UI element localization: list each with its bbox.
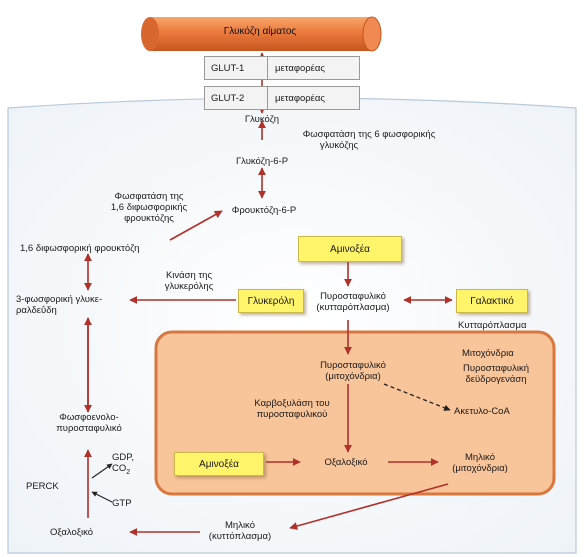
co2-text: CO bbox=[112, 463, 127, 474]
glyk-line1: Κινάση της bbox=[165, 270, 213, 281]
f6p-label: Φρουκτόζη-6-P bbox=[231, 205, 297, 216]
pep-line2: πυροσταφυλικό bbox=[56, 423, 122, 434]
lactate-box: Γαλακτικό bbox=[456, 289, 528, 313]
fbpase-line2: 1,6 διφωσφορικής bbox=[110, 202, 188, 213]
aminoacids-mito-box: Αμινοξέα bbox=[174, 452, 264, 476]
glut2-label: μεταφορέας bbox=[275, 92, 325, 104]
g6p-label: Γλυκόζη-6-P bbox=[235, 156, 289, 167]
pyr-cyto-line1: Πυροσταφυλικό bbox=[320, 291, 386, 302]
gdp-line1: GDP, bbox=[112, 452, 135, 463]
fbpase-line1: Φωσφατάση της bbox=[114, 191, 184, 202]
pyr-mito-line1: Πυροσταφυλικό bbox=[320, 360, 386, 371]
aminoacids-top-box: Αμινοξέα bbox=[298, 236, 402, 262]
g3p-line1: 3-φωσφορική γλυκε- bbox=[16, 294, 103, 305]
glut1-name: GLUT-1 bbox=[211, 62, 245, 74]
glut2-name: GLUT-2 bbox=[211, 92, 245, 104]
oaa-cyto-label: Οξαλοξικό bbox=[50, 527, 94, 538]
co2-label: CO2 bbox=[112, 463, 130, 478]
glyk-line2: γλυκερόλης bbox=[164, 281, 214, 292]
g3p-line2: ραλδεΰδη bbox=[16, 305, 57, 316]
f16bp-label: 1,6 διφωσφορική φρουκτόζη bbox=[20, 243, 140, 254]
pep-line1: Φωσφοενολο- bbox=[59, 412, 119, 423]
blood-glucose-label: Γλυκόζη αίματος bbox=[223, 26, 297, 37]
g6pase-line2: γλυκόζης bbox=[319, 140, 359, 151]
glucose-label: Γλυκόζη bbox=[244, 114, 280, 125]
blood-vessel bbox=[141, 16, 382, 52]
gtp-label: GTP bbox=[112, 498, 132, 509]
glut1-label: μεταφορέας bbox=[275, 62, 325, 74]
glut1-transporter: GLUT-1 μεταφορέας bbox=[204, 56, 360, 80]
malate-cyto-line1: Μηλικό bbox=[225, 520, 255, 531]
oaa-mito-label: Οξαλοξικό bbox=[324, 457, 368, 468]
pdh-line1: Πυροσταφυλική bbox=[463, 363, 529, 374]
malate-cyto-line2: (κυττόπλασμα) bbox=[208, 531, 272, 542]
cytoplasm-label: Κυτταρόπλασμα bbox=[458, 320, 527, 331]
pc-line2: πυροσταφυλικού bbox=[256, 409, 328, 420]
mitochondria-label: Μιτοχόνδρια bbox=[462, 348, 514, 359]
glut2-transporter: GLUT-2 μεταφορέας bbox=[204, 86, 360, 110]
acetylcoa-label: Ακετυλο-CoA bbox=[454, 406, 510, 417]
pyr-mito-line2: (μιτοχόνδρια) bbox=[325, 371, 381, 382]
g6pase-line1: Φωσφατάση της 6 φωσφορικής bbox=[302, 129, 436, 140]
perck-label: PERCK bbox=[26, 481, 59, 492]
glycerol-box: Γλυκερόλη bbox=[238, 289, 304, 313]
malate-mito-line2: (μιτοχόνδρια) bbox=[452, 463, 508, 474]
fbpase-line3: φρουκτόζης bbox=[124, 213, 174, 224]
co2-subscript: 2 bbox=[126, 468, 131, 476]
pc-line1: Καρβοξυλάση του bbox=[254, 398, 330, 409]
pdh-line2: δεϋδρογενάση bbox=[465, 374, 527, 385]
pyr-cyto-line2: (κυτταρόπλασμα) bbox=[316, 302, 390, 313]
malate-mito-line1: Μηλικό bbox=[465, 452, 495, 463]
